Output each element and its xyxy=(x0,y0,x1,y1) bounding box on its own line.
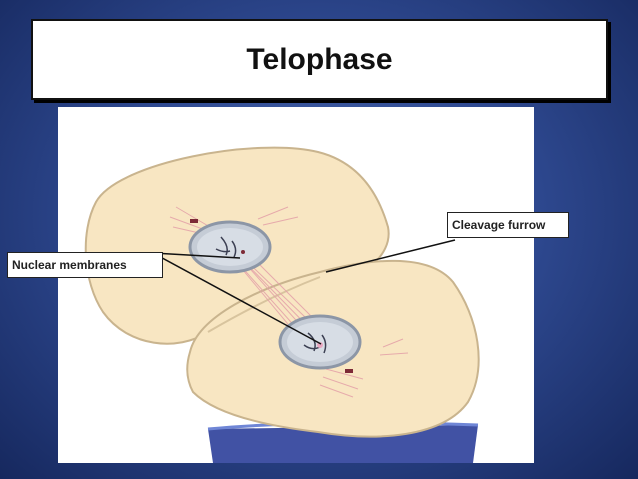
base-shadow xyxy=(208,425,478,463)
cleavage-furrow-pointer xyxy=(325,239,456,273)
nuclear-membrane-pointer-lower xyxy=(152,252,322,345)
cleavage-furrow-line xyxy=(207,276,321,333)
lower-nucleus xyxy=(278,314,362,370)
upper-centriole xyxy=(190,219,198,223)
nuclear-membranes-label: Nuclear membranes xyxy=(7,252,163,278)
telophase-diagram xyxy=(58,107,534,463)
upper-chromatin xyxy=(215,236,237,258)
nuclear-membrane-pointer-upper xyxy=(152,252,241,259)
lower-centriole xyxy=(345,369,353,373)
title-box: Telophase xyxy=(31,19,608,100)
cleavage-furrow-label: Cleavage furrow xyxy=(447,212,569,238)
slide-title: Telophase xyxy=(246,42,393,76)
